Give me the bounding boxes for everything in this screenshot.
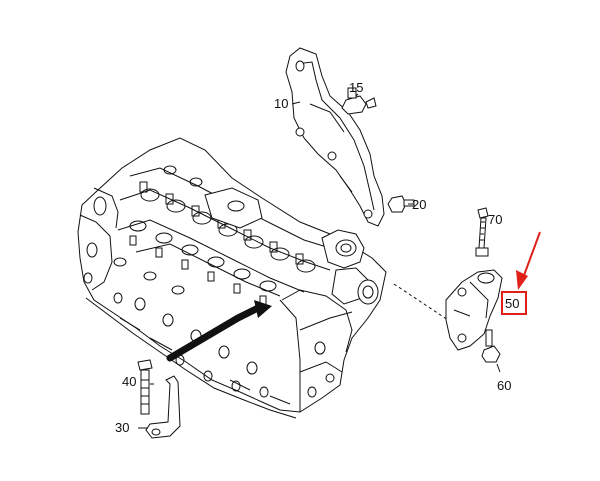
part-50-mount-bracket <box>445 269 503 351</box>
callout-40: 40 <box>122 374 136 389</box>
part-20-bolt <box>387 195 415 213</box>
callout-15: 15 <box>349 80 363 95</box>
leader-lines <box>138 93 501 429</box>
part-10-bracket <box>285 47 385 227</box>
callout-60: 60 <box>497 378 511 393</box>
highlight-arrow <box>516 231 541 290</box>
part-40-long-bolt <box>137 359 153 415</box>
callout-70: 70 <box>488 212 502 227</box>
part-70-pin <box>475 207 489 257</box>
callout-10: 10 <box>274 96 288 111</box>
callout-20: 20 <box>412 197 426 212</box>
highlight-box <box>501 291 527 315</box>
callout-30: 30 <box>115 420 129 435</box>
part-60-bolt <box>481 329 501 363</box>
part-15-stud <box>341 87 377 115</box>
mounting-indicator-arrow <box>166 300 272 362</box>
cylinder-head <box>77 137 387 419</box>
callout-50: 50 <box>505 296 519 311</box>
part-30-bracket <box>145 375 181 439</box>
